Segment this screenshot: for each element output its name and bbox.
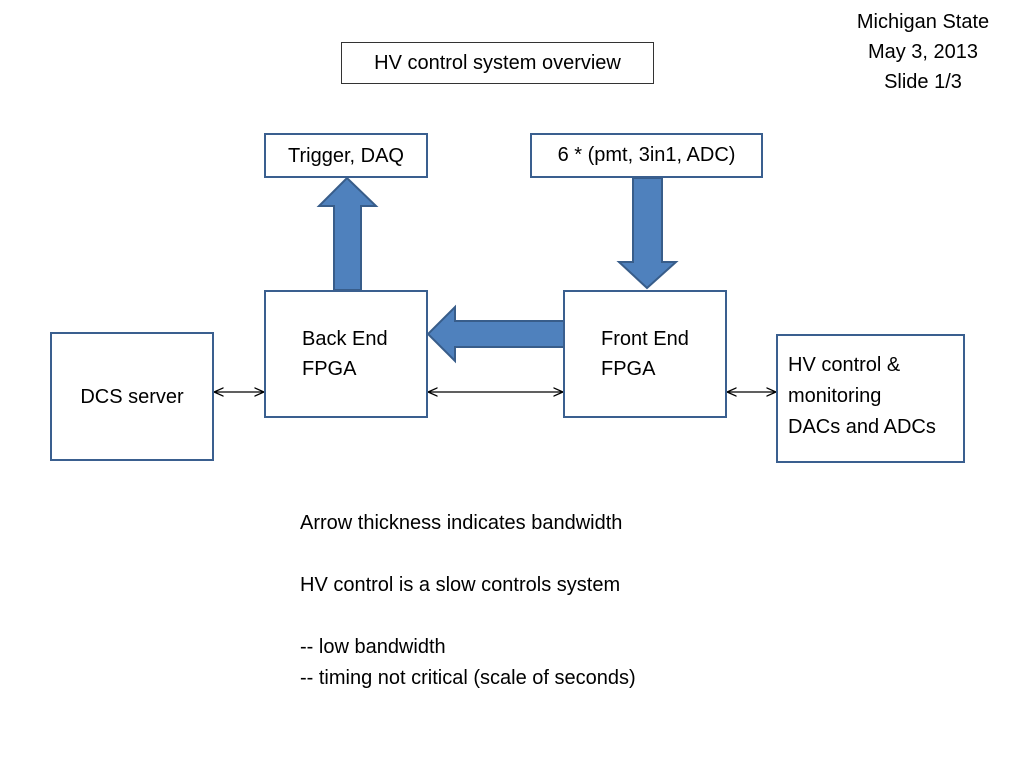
thick-arrow-frontend-to-backend [426, 304, 565, 364]
corner-institution: Michigan State [856, 11, 990, 33]
back-end-line1: Back End [302, 328, 388, 350]
note-spacer-1 [300, 539, 760, 570]
pmt-label: 6 * (pmt, 3in1, ADC) [557, 144, 736, 166]
trigger-daq-label: Trigger, DAQ [288, 144, 404, 167]
note-timing: -- timing not critical (scale of seconds… [300, 667, 636, 689]
back-end-line2: FPGA [302, 358, 357, 380]
hv-control-line1: HV control & [788, 354, 901, 376]
box-front-end-fpga: Front End FPGA [563, 290, 727, 418]
dcs-server-label: DCS server [80, 385, 184, 408]
note-low-bandwidth: -- low bandwidth [300, 636, 446, 658]
thick-arrow-backend-to-trigger [316, 176, 379, 291]
hv-control-line2: monitoring [788, 385, 882, 407]
note-bandwidth: Arrow thickness indicates bandwidth [300, 512, 623, 534]
box-dcs-server: DCS server [50, 332, 214, 461]
box-hv-control: HV control & monitoring DACs and ADCs [776, 334, 965, 463]
front-end-line1: Front End [601, 328, 689, 350]
box-trigger-daq: Trigger, DAQ [264, 133, 428, 178]
note-spacer-2 [300, 601, 760, 632]
box-pmt: 6 * (pmt, 3in1, ADC) [530, 133, 763, 178]
slide-corner-info: Michigan State May 3, 2013 Slide 1/3 [834, 7, 1012, 97]
thick-arrow-pmt-to-frontend [616, 177, 679, 290]
front-end-line2: FPGA [601, 358, 656, 380]
corner-date: May 3, 2013 [867, 41, 979, 63]
corner-slide-number: Slide 1/3 [884, 71, 962, 93]
box-back-end-fpga: Back End FPGA [264, 290, 428, 418]
hv-control-line3: DACs and ADCs [788, 416, 936, 438]
note-slow-controls: HV control is a slow controls system [300, 574, 621, 596]
slide-title: HV control system overview [341, 42, 654, 84]
slide-notes: Arrow thickness indicates bandwidth HV c… [300, 508, 760, 694]
